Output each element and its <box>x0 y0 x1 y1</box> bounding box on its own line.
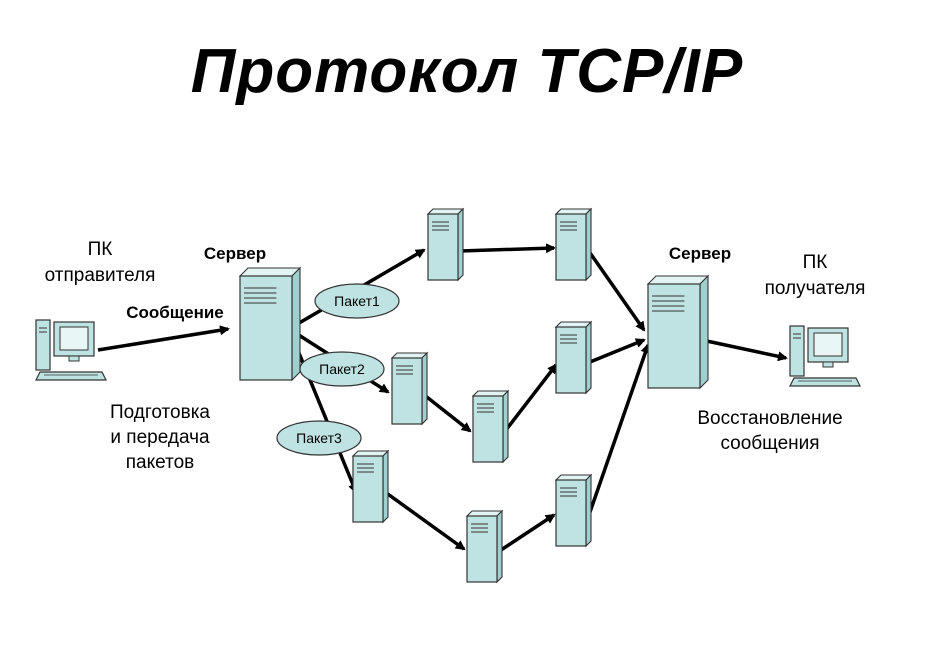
right-server-label: Сервер <box>668 244 732 263</box>
prep-label-line1: Подготовка <box>109 402 210 423</box>
prep-label-line2: и передача <box>110 427 210 448</box>
link-n6-n8 <box>497 513 556 554</box>
link-n8-server <box>588 343 651 513</box>
prep-label-line3: пакетов <box>125 452 195 473</box>
packet-3-badge: Пакет3 <box>276 420 362 456</box>
link-n5-n6 <box>383 490 466 551</box>
router-n7-icon <box>554 320 593 395</box>
link-n2-server <box>586 248 646 332</box>
link-pc-server <box>97 325 230 352</box>
restore-label-line2: сообщения <box>720 433 820 454</box>
router-n2-icon <box>554 207 593 282</box>
packet-1-badge: Пакет1 <box>314 283 400 319</box>
page-title: Протокол TCP/IP <box>190 37 744 106</box>
restore-label-line1: Восстановление <box>697 408 843 429</box>
link-n3-n4 <box>421 392 472 433</box>
router-n4-icon <box>471 389 510 464</box>
router-n6-icon <box>465 509 504 584</box>
receiver-computer-icon <box>789 325 861 387</box>
server-left-icon <box>238 266 302 382</box>
link-n1-n2 <box>459 243 556 254</box>
sender-computer-icon <box>35 319 107 381</box>
router-n5-icon <box>351 449 390 524</box>
message-label: Сообщение <box>126 303 224 322</box>
sender-pc-label-line1: ПК <box>87 239 113 260</box>
link-server-pc <box>701 338 788 362</box>
packet-3-label: Пакет3 <box>296 430 342 446</box>
left-server-label: Сервер <box>203 244 267 263</box>
packet-1-label: Пакет1 <box>334 293 380 309</box>
sender-pc-label-line2: отправителя <box>44 265 156 286</box>
router-n8-icon <box>554 473 593 548</box>
server-right-icon <box>646 274 710 390</box>
router-n1-icon <box>426 207 465 282</box>
receiver-pc-label-line1: ПК <box>802 252 828 273</box>
link-n4-n7 <box>504 363 558 432</box>
packet-2-label: Пакет2 <box>319 361 365 377</box>
link-server-n5 <box>290 335 358 494</box>
router-n3-icon <box>390 351 429 426</box>
link-n7-server <box>589 338 646 364</box>
receiver-pc-label-line2: получателя <box>764 278 866 299</box>
packet-2-badge: Пакет2 <box>299 351 385 387</box>
server-nodes <box>238 207 710 584</box>
